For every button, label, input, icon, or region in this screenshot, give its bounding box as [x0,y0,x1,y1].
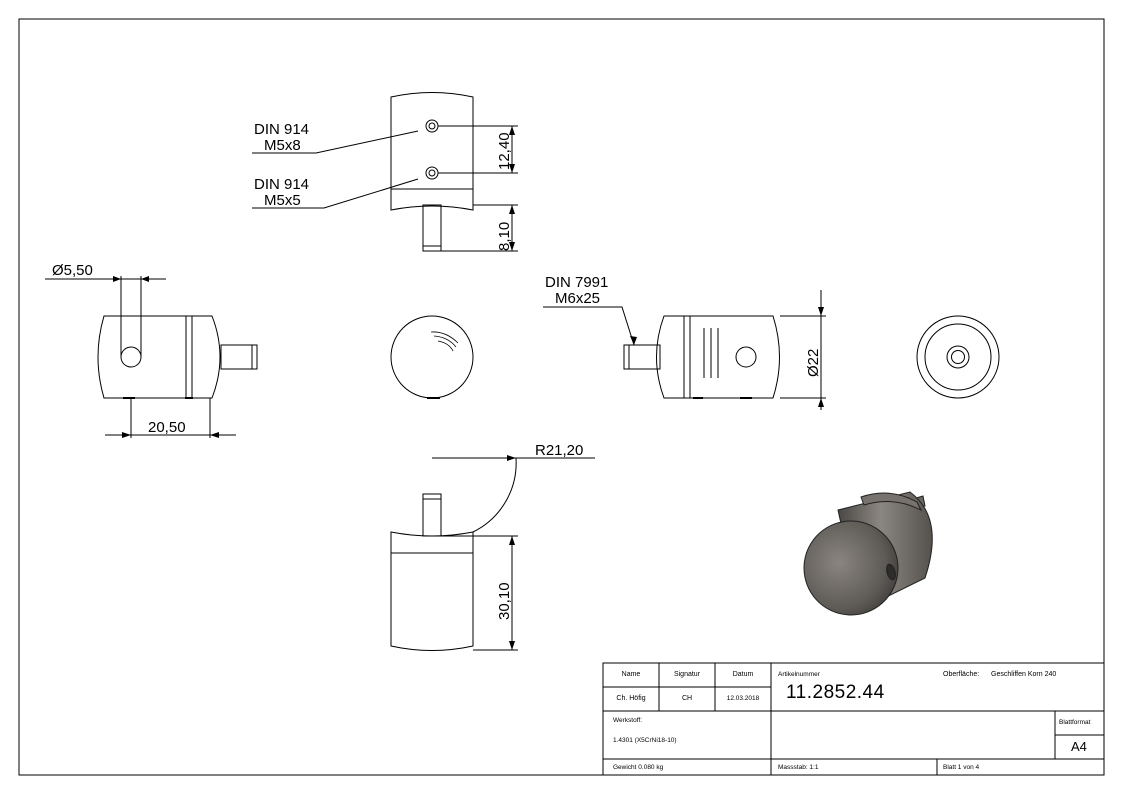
datum-value: 12.03.2018 [726,695,760,702]
gewicht: Gewicht 0.080 kg [613,764,664,771]
right-view [543,290,826,410]
datum-header: Datum [732,671,754,678]
top-view [252,92,518,252]
dim-dia-22: Ø22 [805,349,822,377]
label-m6x25: M6x25 [555,290,600,307]
label-din914-bottom: DIN 914 [254,176,309,193]
label-m5x8: M5x8 [264,137,301,154]
dim-20-50: 20,50 [148,419,186,436]
dim-30-10: 30,10 [496,582,513,620]
left-view [45,276,258,438]
artikelnummer-label: Artikelnummer [778,671,820,678]
signatur-header: Signatur [673,671,701,678]
dim-12-40: 12,40 [496,132,513,170]
name-header: Name [621,671,641,678]
back-view [916,315,1000,399]
oberflaeche-label: Oberfläche: [943,671,980,678]
massstab: Massstab: 1:1 [778,764,819,771]
title-block [602,662,1105,776]
isometric-3d-view [803,491,933,616]
label-m5x5: M5x5 [264,192,301,209]
werkstoff-value: 1.4301 (X5CrNi18-10) [613,737,677,744]
front-view [390,315,474,399]
werkstoff-label: Werkstoff: [613,717,643,724]
name-value: Ch. Höfig [616,695,646,702]
blattformat-label: Blattformat [1059,719,1091,726]
dim-dia-5-50: Ø5,50 [52,262,93,279]
dim-r21-20: R21,20 [535,442,583,459]
label-din7991: DIN 7991 [545,274,608,291]
bottom-view [390,457,595,651]
oberflaeche-value: Geschliffen Korn 240 [991,671,1057,678]
label-din914-top: DIN 914 [254,121,309,138]
signatur-value: CH [681,695,693,702]
artikelnummer-value: 11.2852.44 [786,682,885,703]
blattformat-value: A4 [1071,739,1087,754]
blatt: Blatt 1 von 4 [943,764,980,771]
dim-8-10: 8,10 [496,222,513,251]
drawing-border [18,18,1105,776]
